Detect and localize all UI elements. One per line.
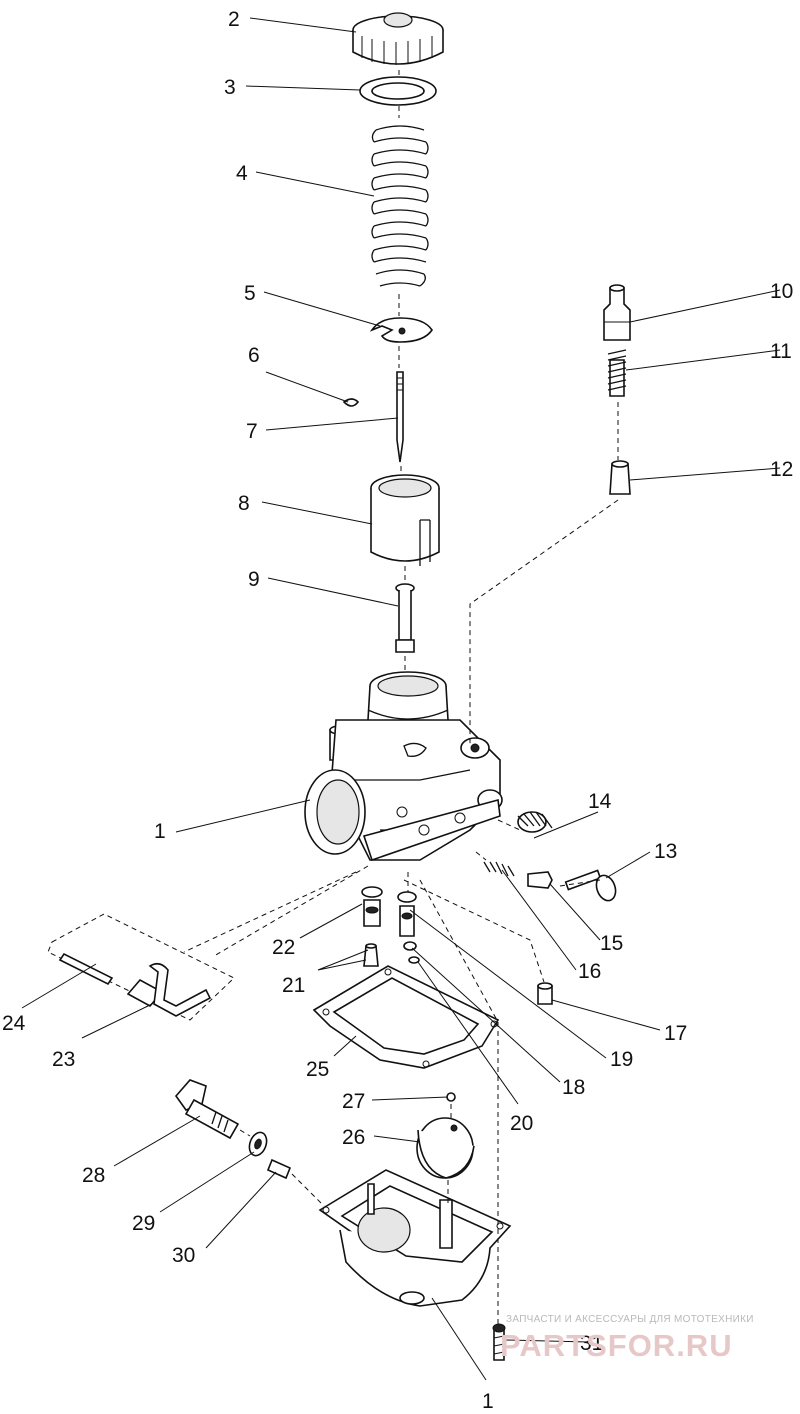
spring-part-11	[607, 349, 627, 397]
callout-24: 24	[2, 1012, 26, 1035]
callout-13: 13	[654, 840, 677, 863]
ring-part-20	[408, 956, 420, 964]
callout-1-upper: 1	[154, 820, 166, 843]
float-part-26	[416, 1117, 475, 1179]
jet-part-22	[361, 886, 383, 927]
plate-part-5	[369, 317, 433, 343]
callout-11: 11	[770, 340, 792, 363]
callout-12: 12	[770, 458, 793, 481]
leader-lines	[21, 17, 781, 1381]
callout-30: 30	[172, 1244, 195, 1267]
alignment-lines	[183, 70, 619, 1326]
pilot-screw-part-15	[527, 871, 553, 889]
callout-20: 20	[510, 1112, 533, 1135]
washer-part-3	[359, 76, 437, 106]
ring-part-18	[403, 941, 417, 951]
jet-part-21	[363, 943, 379, 967]
drain-bolt-part-28	[174, 1079, 240, 1140]
callout-22: 22	[272, 936, 295, 959]
callout-4: 4	[236, 162, 248, 185]
callout-28: 28	[82, 1164, 105, 1187]
clip-part-6	[342, 398, 360, 407]
callout-2: 2	[228, 8, 240, 31]
callout-7: 7	[246, 420, 258, 443]
screw-part-30	[266, 1158, 292, 1180]
gasket-part-25	[312, 965, 500, 1069]
callout-labels: 2 3 4 5 6 7 8 9 10 11 12 1 13 14 15 16 1…	[2, 8, 793, 1413]
callout-17: 17	[664, 1022, 687, 1045]
callout-9: 9	[248, 568, 260, 591]
clip-part-23	[126, 962, 212, 1017]
needle-part-7	[396, 371, 404, 463]
callout-25: 25	[306, 1058, 329, 1081]
jet-part-17	[537, 982, 553, 1005]
watermark-tagline: ЗАПЧАСТИ И АКСЕССУАРЫ ДЛЯ МОТОТЕХНИКИ	[506, 1314, 754, 1325]
ball-part-27	[446, 1092, 456, 1102]
callout-1-lower: 1	[482, 1390, 494, 1413]
callout-23: 23	[52, 1048, 75, 1071]
callout-31: 31	[580, 1332, 603, 1355]
callout-19: 19	[610, 1048, 633, 1071]
spring-part-4	[371, 125, 429, 287]
watermark-logo: PARTSFOR.RU	[500, 1328, 733, 1363]
cap-part-2	[352, 12, 444, 65]
slide-part-8	[370, 474, 440, 566]
float-bowl-part-1	[318, 1169, 512, 1307]
jet-part-19	[397, 891, 417, 937]
callout-27: 27	[342, 1090, 365, 1113]
callout-10: 10	[770, 280, 793, 303]
screw-part-31	[492, 1323, 506, 1361]
callout-18: 18	[562, 1076, 585, 1099]
callout-15: 15	[600, 932, 623, 955]
fitting-part-10	[603, 284, 631, 341]
jet-part-12	[609, 460, 631, 495]
callout-21: 21	[282, 974, 305, 997]
callout-3: 3	[224, 76, 236, 99]
watermark: ЗАПЧАСТИ И АКСЕССУАРЫ ДЛЯ МОТОТЕХНИКИ PA…	[500, 1314, 800, 1404]
callout-29: 29	[132, 1212, 155, 1235]
spring-part-16	[483, 861, 515, 877]
hose-part-24	[47, 913, 235, 1021]
washer-part-29	[248, 1131, 268, 1157]
spring-part-14	[517, 811, 553, 833]
screw-part-13	[564, 869, 617, 902]
needle-jet-part-9	[395, 583, 415, 653]
callout-14: 14	[588, 790, 612, 813]
carburetor-body-part-1	[304, 671, 503, 862]
callout-26: 26	[342, 1126, 365, 1149]
callout-5: 5	[244, 282, 256, 305]
callout-16: 16	[578, 960, 601, 983]
callout-8: 8	[238, 492, 250, 515]
callout-6: 6	[248, 344, 260, 367]
